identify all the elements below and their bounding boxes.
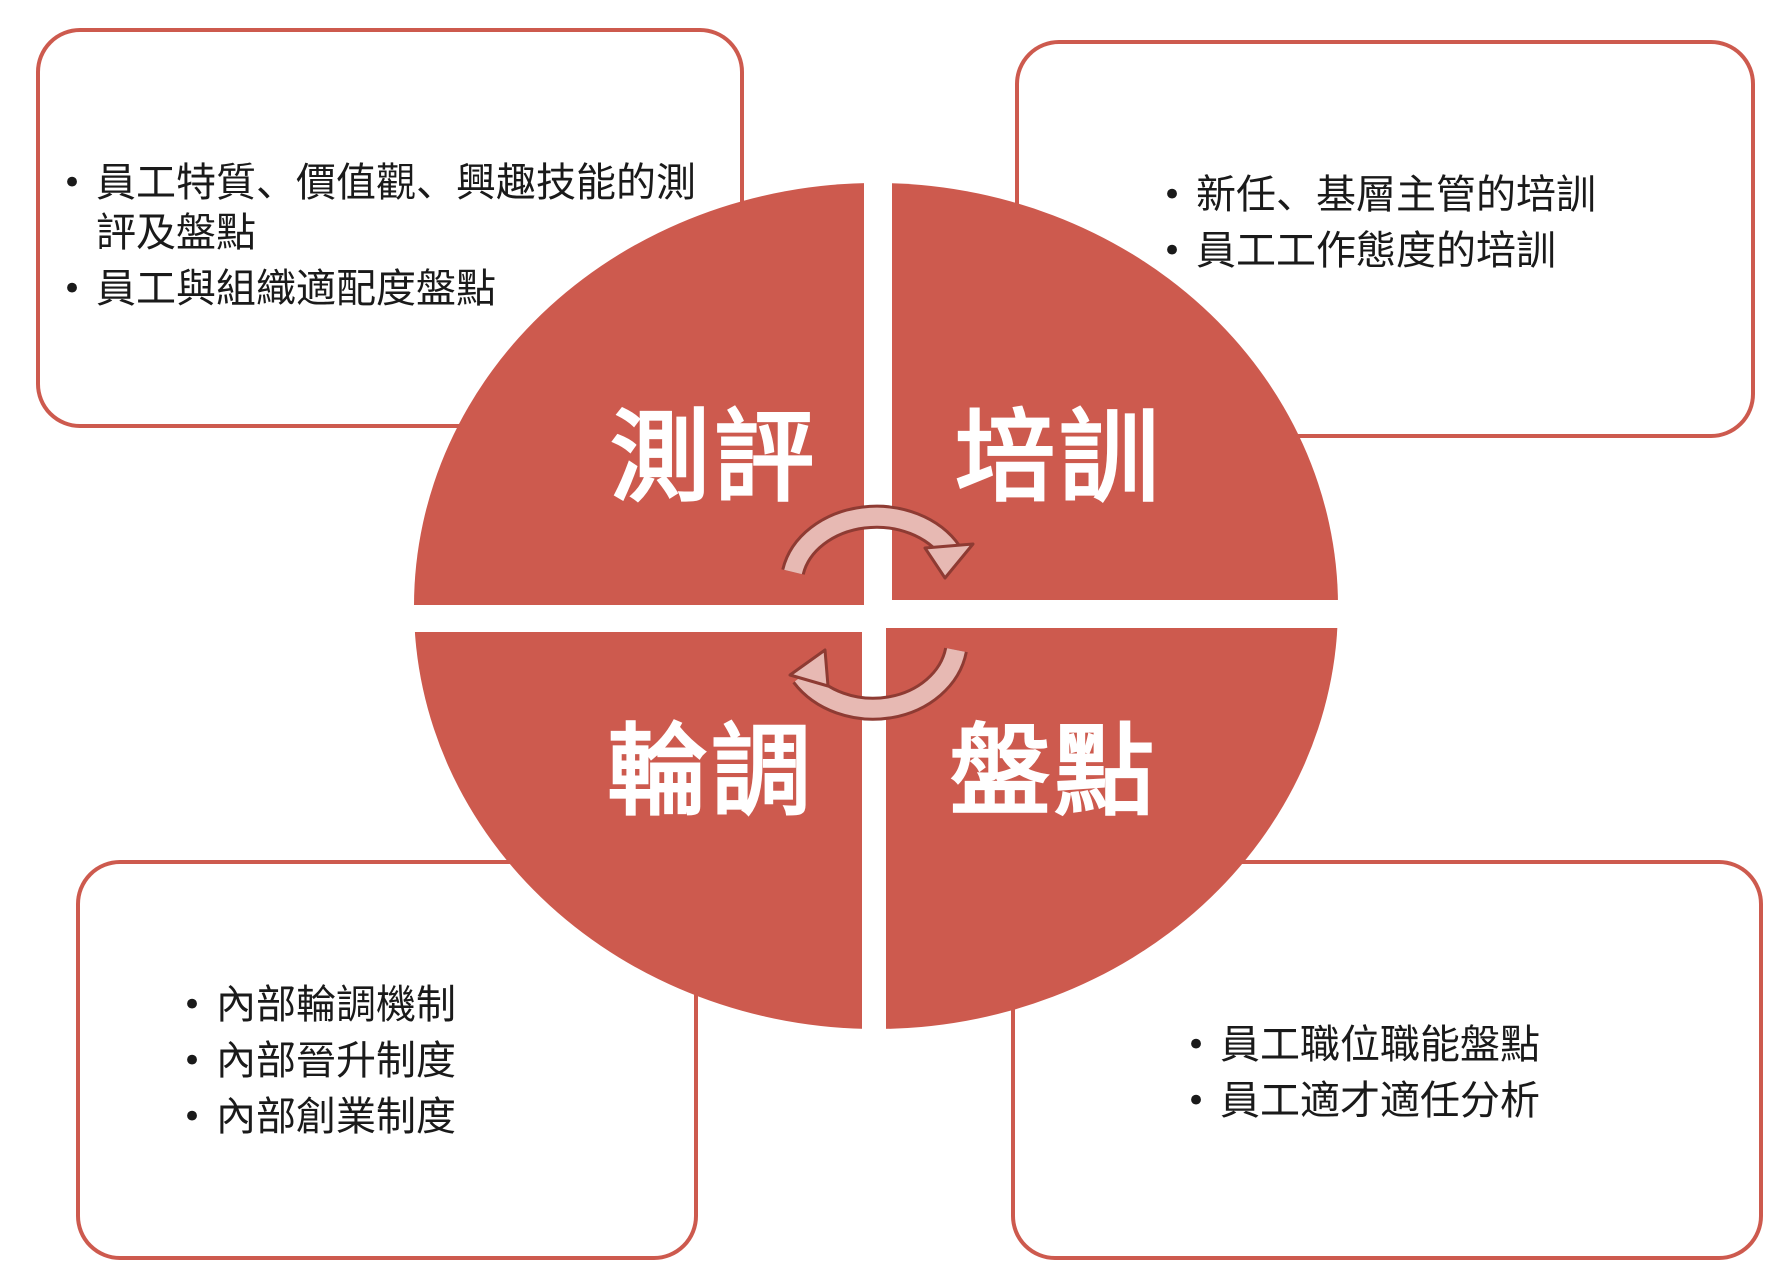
bottom-left-bullet-list: 內部輪調機制 內部晉升制度 內部創業制度 xyxy=(182,980,602,1148)
top-left-bullet-list: 員工特質、價值觀、興趣技能的測評及盤點 員工與組織適配度盤點 xyxy=(62,158,702,320)
quadrant-bottom-right xyxy=(886,628,1338,1029)
quadrant-label-assessment: 測評 xyxy=(610,399,818,516)
list-item: 員工特質、價值觀、興趣技能的測評及盤點 xyxy=(62,158,702,258)
quadrant-bottom-left xyxy=(414,632,862,1029)
list-item: 員工職位職能盤點 xyxy=(1186,1020,1706,1070)
curved-arrow-clockwise-icon xyxy=(781,504,975,580)
bottom-right-bullet-list: 員工職位職能盤點 員工適才適任分析 xyxy=(1186,1020,1706,1132)
list-item: 新任、基層主管的培訓 xyxy=(1162,170,1722,220)
quadrant-top-left xyxy=(414,183,864,605)
list-item: 員工適才適任分析 xyxy=(1186,1076,1706,1126)
list-item: 內部創業制度 xyxy=(182,1092,602,1142)
list-item: 內部輪調機制 xyxy=(182,980,602,1030)
list-item: 內部晉升制度 xyxy=(182,1036,602,1086)
list-item: 員工工作態度的培訓 xyxy=(1162,226,1722,276)
list-item: 員工與組織適配度盤點 xyxy=(62,264,702,314)
quadrant-label-rotation: 輪調 xyxy=(607,713,815,830)
quadrant-label-training: 培訓 xyxy=(955,399,1163,516)
top-right-bullet-list: 新任、基層主管的培訓 員工工作態度的培訓 xyxy=(1162,170,1722,282)
quadrant-top-right xyxy=(892,183,1338,600)
curved-arrow-counterclockwise-icon xyxy=(788,647,968,721)
quadrant-label-inventory: 盤點 xyxy=(950,713,1158,830)
